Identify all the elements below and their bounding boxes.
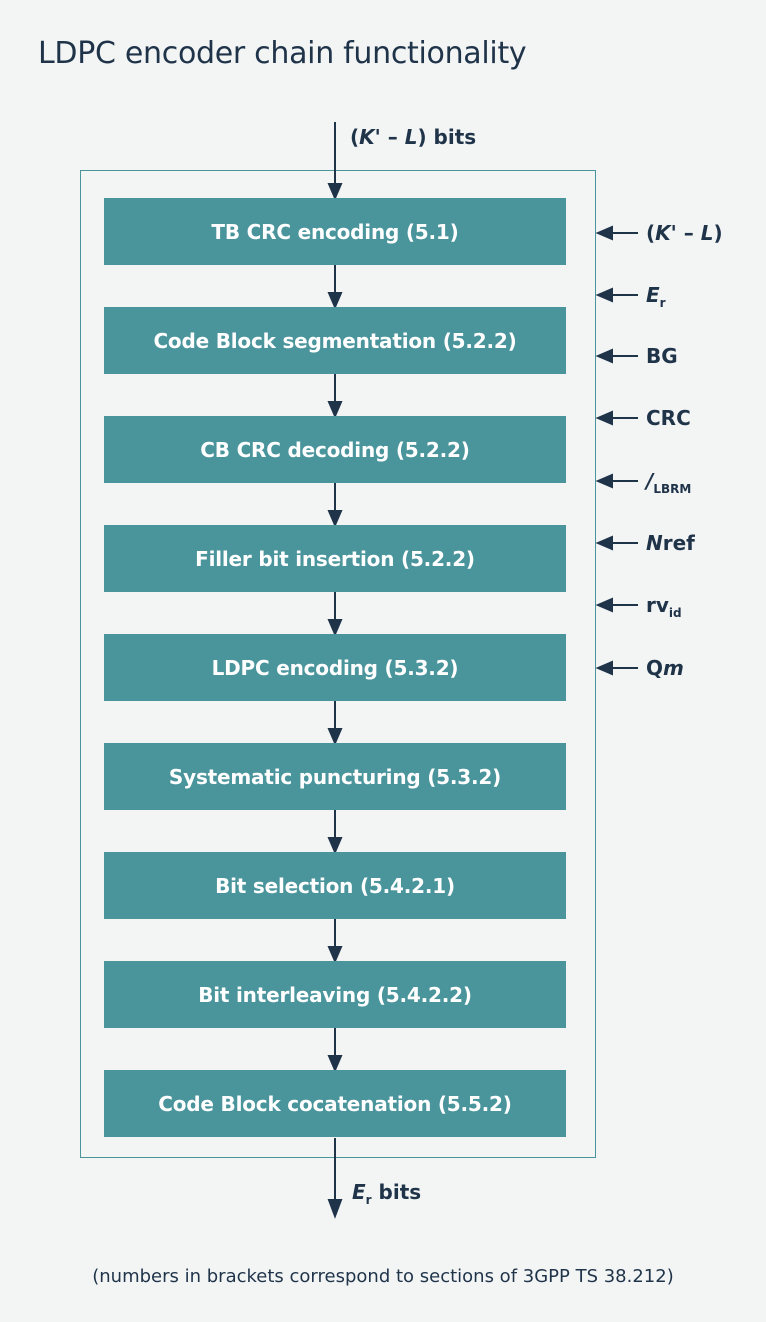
block-filler-bit-insertion: Filler bit insertion (5.2.2): [104, 525, 566, 592]
block-code-block-concatenation: Code Block cocatenation (5.5.2): [104, 1070, 566, 1137]
block-ldpc-encoding: LDPC encoding (5.3.2): [104, 634, 566, 701]
param-qm: Qm: [646, 656, 684, 680]
block-bit-interleaving: Bit interleaving (5.4.2.2): [104, 961, 566, 1028]
param-crc: CRC: [646, 406, 691, 430]
encoder-chain-frame: [80, 170, 596, 1158]
block-code-block-segmentation: Code Block segmentation (5.2.2): [104, 307, 566, 374]
param-er: Er: [646, 283, 666, 310]
block-systematic-puncturing: Systematic puncturing (5.3.2): [104, 743, 566, 810]
param-rvid: rvid: [646, 593, 682, 620]
param-nref: Nref: [646, 531, 695, 555]
block-cb-crc-decoding: CB CRC decoding (5.2.2): [104, 416, 566, 483]
param-kl: (K' – L): [646, 221, 723, 245]
param-bg: BG: [646, 344, 678, 368]
block-bit-selection: Bit selection (5.4.2.1): [104, 852, 566, 919]
param-lbrm: /LBRM: [646, 469, 692, 496]
input-label: (K' – L) bits: [350, 125, 477, 149]
diagram-title: LDPC encoder chain functionality: [38, 36, 527, 71]
footnote: (numbers in brackets correspond to secti…: [92, 1266, 674, 1287]
output-label: Er bits: [352, 1180, 422, 1207]
block-tb-crc-encoding: TB CRC encoding (5.1): [104, 198, 566, 265]
